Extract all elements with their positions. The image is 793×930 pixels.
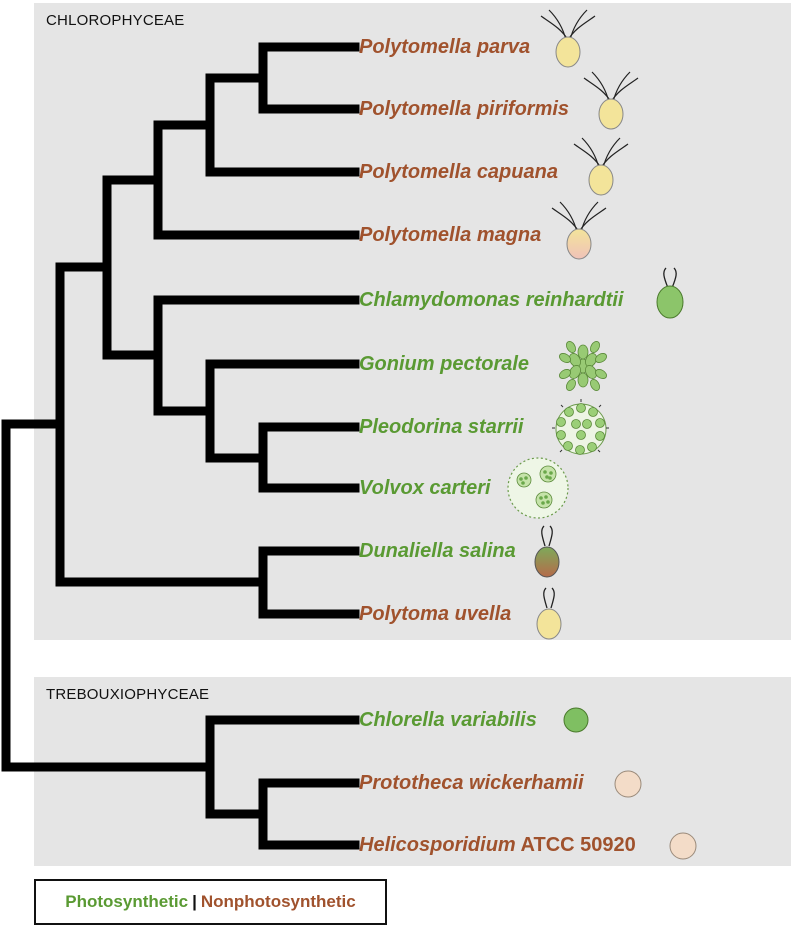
- taxon-name: Polytomella piriformis: [359, 98, 570, 120]
- quadriflagellate-yellow-cell-icon: [573, 137, 629, 196]
- branch-dunaliella-polytoma: [258, 546, 360, 619]
- branch-chlamydomonas: [153, 295, 360, 416]
- taxon-name: Polytomella magna: [359, 224, 542, 246]
- branch-parva-piriformis: [258, 42, 360, 114]
- taxon-chlorella-variabilis: Chlorella variabilis: [359, 708, 537, 732]
- taxon-name: Polytoma uvella: [359, 603, 512, 625]
- taxon-name: Polytomella parva: [359, 36, 531, 58]
- taxon-volvox-carteri: Volvox carteri: [359, 476, 491, 500]
- taxon-chlamydomonas-reinhardtii: Chlamydomonas reinhardtii: [359, 288, 624, 312]
- taxon-name: Prototheca wickerhamii: [359, 772, 584, 794]
- round-pink-cell-icon: [614, 770, 642, 798]
- taxon-helicosporidium: Helicosporidium ATCC 50920: [359, 833, 636, 857]
- quadriflagellate-pink-cell-icon: [551, 201, 607, 260]
- taxon-polytomella-magna: Polytomella magna: [359, 223, 541, 247]
- biflagellate-brown-green-cell-icon: [534, 525, 560, 578]
- branch-chlorella: [205, 715, 360, 819]
- spherical-colony-green-icon: [552, 399, 609, 455]
- round-pink-cell-icon: [669, 832, 697, 860]
- chlorophyceae-label: CHLOROPHYCEAE: [46, 12, 185, 29]
- legend-nonphotosynthetic: Nonphotosynthetic: [200, 892, 356, 911]
- taxon-name: Polytomella capuana: [359, 161, 558, 183]
- taxon-name: Gonium pectorale: [359, 353, 530, 375]
- colonial-plate-green-icon: [559, 341, 607, 391]
- biflagellate-yellow-cell-icon: [540, 9, 596, 68]
- taxon-name: Dunaliella salina: [359, 540, 516, 562]
- biflagellate-yellow-cell-icon: [536, 587, 562, 640]
- taxon-polytomella-piriformis: Polytomella piriformis: [359, 97, 569, 121]
- biflagellate-green-cell-icon: [656, 267, 684, 319]
- branch-pleodorina-volvox: [258, 422, 360, 493]
- branch-root: [1, 419, 215, 772]
- taxon-pleodorina-starrii: Pleodorina starrii: [359, 415, 524, 439]
- branch-magna: [153, 120, 360, 240]
- branch-capuana: [205, 73, 360, 177]
- taxon-name: Volvox carteri: [359, 477, 491, 499]
- legend-separator: |: [192, 892, 197, 911]
- legend-photosynthetic: Photosynthetic: [65, 892, 189, 911]
- taxon-name: Chlamydomonas reinhardtii: [359, 289, 624, 311]
- taxon-dunaliella-salina: Dunaliella salina: [359, 539, 516, 563]
- legend: Photosynthetic | Nonphotosynthetic: [34, 879, 387, 925]
- taxon-gonium-pectorale: Gonium pectorale: [359, 352, 529, 376]
- branch-polytomella-chlamydomonas: [102, 175, 163, 360]
- taxon-name: Pleodorina starrii: [359, 416, 524, 438]
- branch-gonium: [205, 359, 360, 463]
- taxon-suffix: ATCC 50920: [515, 834, 636, 856]
- taxon-name: Chlorella variabilis: [359, 709, 537, 731]
- taxon-prototheca-wickerhamii: Prototheca wickerhamii: [359, 771, 584, 795]
- taxon-polytomella-capuana: Polytomella capuana: [359, 160, 558, 184]
- round-green-cell-icon: [563, 707, 589, 733]
- branch-prototheca-helicosporidium: [258, 778, 360, 850]
- taxon-polytoma-uvella: Polytoma uvella: [359, 602, 511, 626]
- quadriflagellate-yellow-cell-icon: [583, 71, 639, 130]
- trebouxiophyceae-label: TREBOUXIOPHYCEAE: [46, 686, 210, 703]
- taxon-polytomella-parva: Polytomella parva: [359, 35, 530, 59]
- taxon-name: Helicosporidium: [359, 834, 516, 856]
- volvox-colony-green-icon: [507, 457, 569, 519]
